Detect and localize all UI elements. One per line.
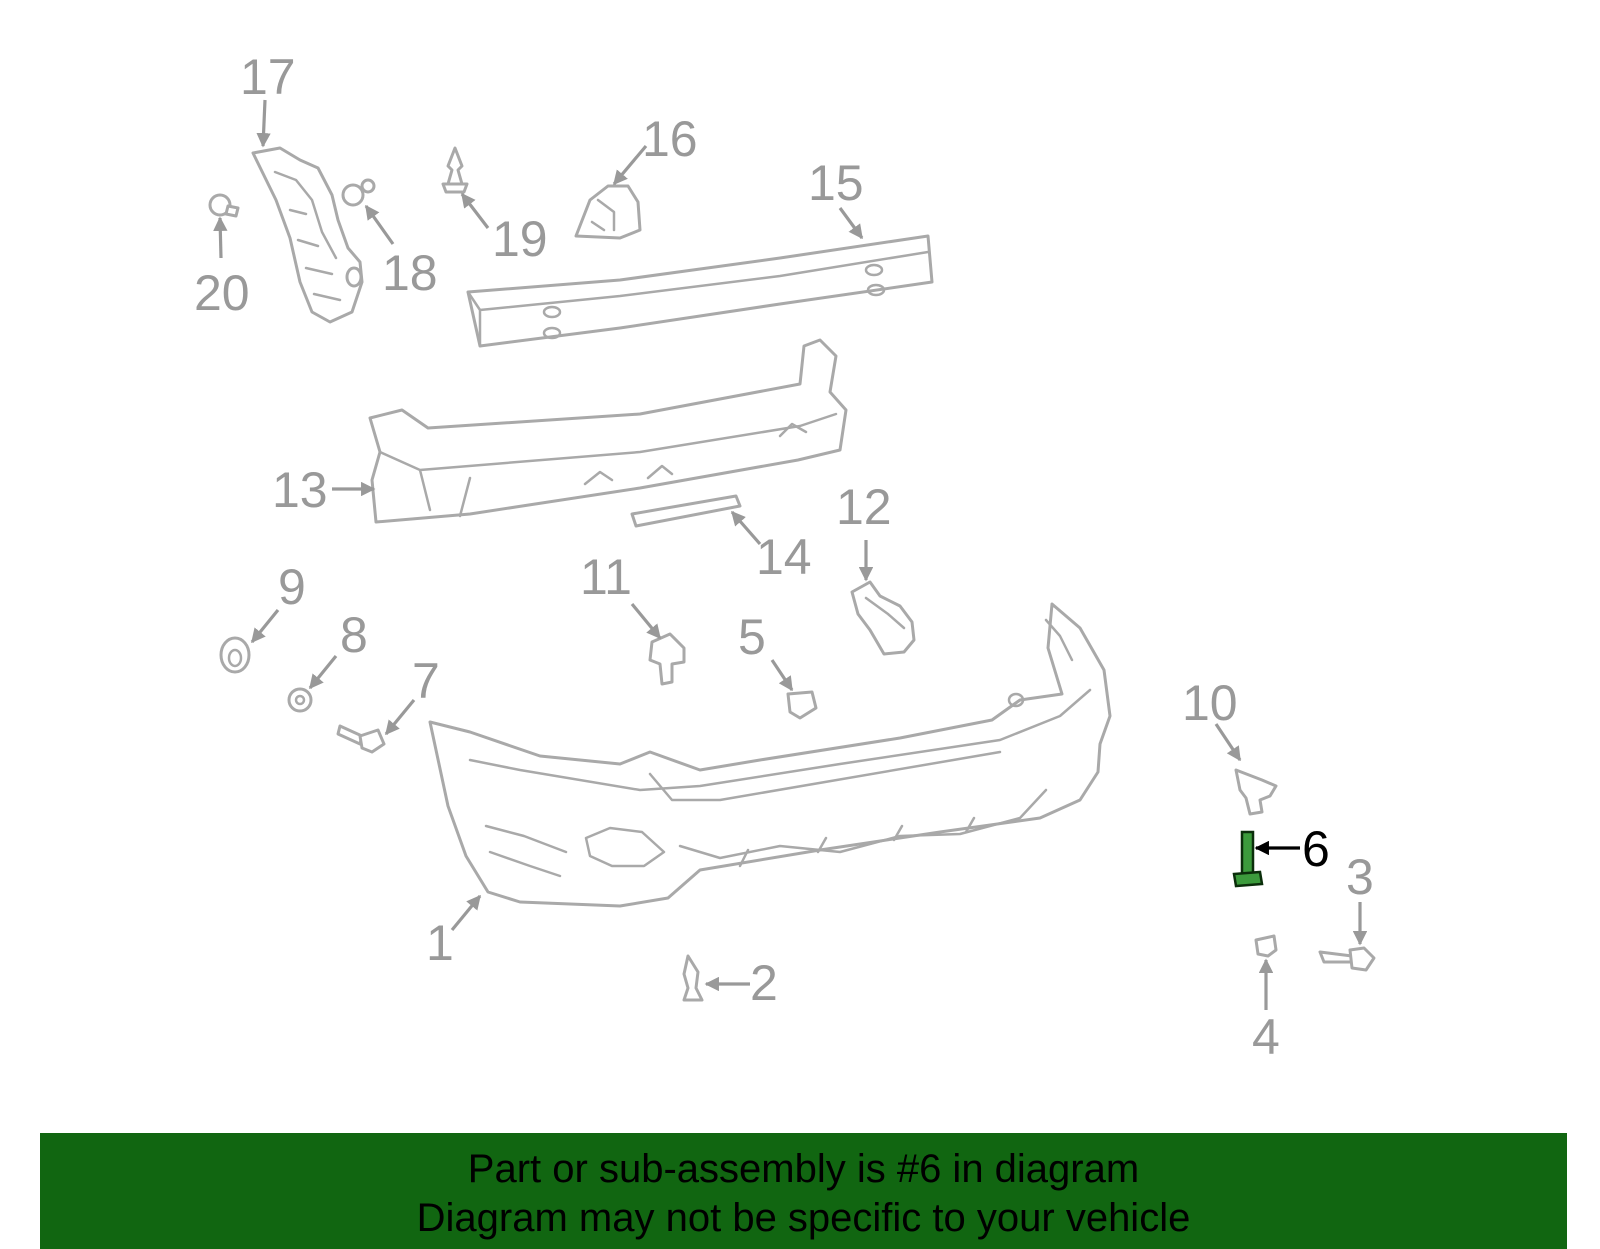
callout-4: 4 — [1252, 1009, 1280, 1065]
callout-18: 18 — [382, 245, 438, 301]
part-1-bumper-cover — [428, 602, 1112, 908]
callout-8: 8 — [340, 607, 368, 663]
part-11-clip — [648, 632, 686, 686]
callout-14: 14 — [756, 529, 812, 585]
part-3-screw — [1318, 946, 1376, 972]
callout-7: 7 — [412, 653, 440, 709]
callout-20: 20 — [194, 265, 250, 321]
info-banner: Part or sub-assembly is #6 in diagram Di… — [40, 1133, 1567, 1249]
part-15-reinforcement-beam — [466, 234, 934, 348]
part-4-nut — [1254, 934, 1278, 958]
banner-line-disclaimer: Diagram may not be specific to your vehi… — [416, 1196, 1191, 1240]
part-6-bolt-highlighted — [1232, 830, 1264, 888]
part-13-impact-absorber — [368, 338, 848, 524]
part-12-bracket — [850, 580, 916, 656]
callout-15: 15 — [808, 155, 864, 211]
callout-11: 11 — [580, 549, 632, 605]
part-17-bracket — [251, 146, 364, 324]
part-8-washer — [287, 687, 313, 713]
callout-2: 2 — [750, 955, 778, 1011]
part-20-clip — [208, 193, 240, 218]
part-18-clip — [341, 178, 376, 207]
leader-lines — [213, 99, 1368, 1010]
callout-17: 17 — [240, 49, 296, 105]
callout-19: 19 — [492, 211, 548, 267]
callout-1: 1 — [426, 915, 454, 971]
callout-13: 13 — [272, 462, 328, 518]
callout-3: 3 — [1346, 849, 1374, 905]
callout-9: 9 — [278, 559, 306, 615]
part-9-grommet — [219, 636, 251, 674]
part-10-clip — [1234, 768, 1278, 816]
part-2-push-pin — [682, 954, 704, 1002]
part-19-push-pin — [441, 146, 469, 194]
callout-6: 6 — [1302, 821, 1330, 877]
part-14-molding — [630, 494, 742, 528]
callout-labels: 17 20 18 19 16 15 13 14 12 11 5 9 8 7 1 … — [194, 49, 1374, 1065]
callout-5: 5 — [738, 609, 766, 665]
callout-12: 12 — [836, 479, 892, 535]
part-7-screw — [336, 724, 386, 754]
callout-16: 16 — [642, 111, 698, 167]
banner-line-part-info: Part or sub-assembly is #6 in diagram — [467, 1147, 1140, 1191]
part-5-clip — [786, 690, 818, 720]
callout-10: 10 — [1182, 675, 1238, 731]
part-16-absorber — [574, 184, 642, 240]
